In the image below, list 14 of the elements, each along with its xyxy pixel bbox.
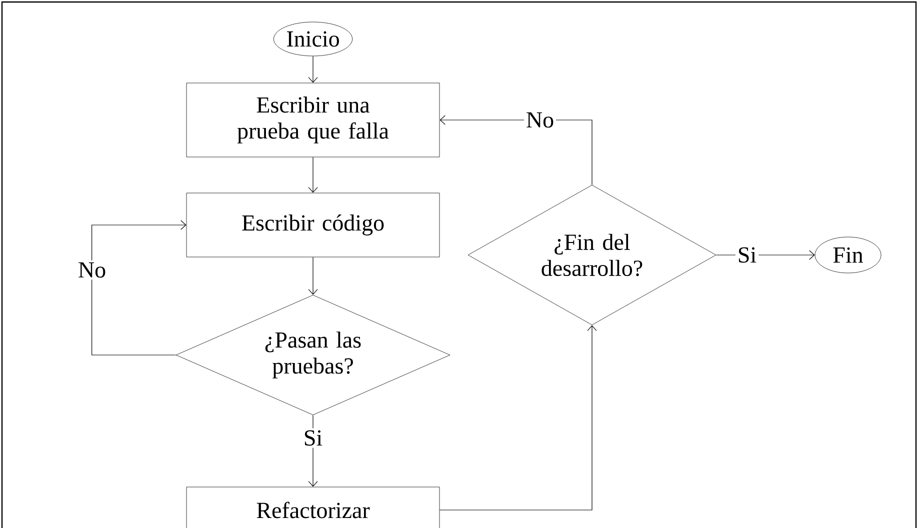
arrow — [308, 256, 318, 295]
arrow — [439, 325, 597, 510]
process-box: Escribir código — [186, 192, 440, 258]
edge-label: No — [524, 110, 556, 130]
arrow — [308, 414, 318, 487]
arrow — [308, 156, 318, 193]
edge-label: Si — [301, 428, 325, 448]
edge-label: Si — [735, 245, 759, 265]
arrow — [308, 56, 318, 83]
process-box: Escribir una prueba que falla — [186, 82, 440, 158]
arrow — [92, 220, 186, 356]
edge-label: No — [76, 260, 108, 280]
process-box: Refactorizar — [186, 486, 440, 528]
arrow — [716, 250, 815, 260]
